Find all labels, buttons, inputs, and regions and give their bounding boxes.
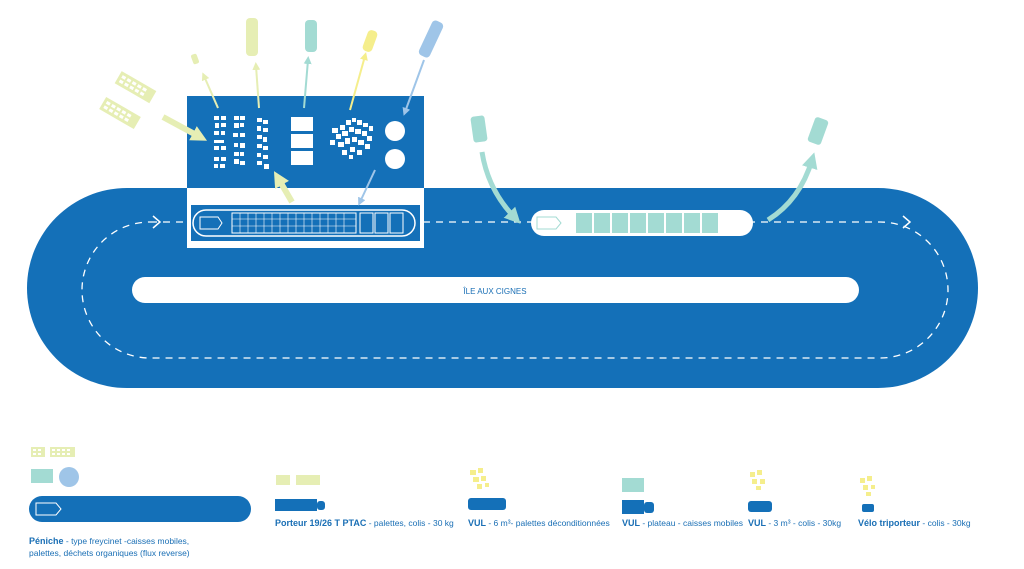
island-label: ÎLE AUX CIGNES: [462, 287, 526, 296]
route-chevron-left: [152, 215, 162, 229]
legend-vul6-desc: - 6 m³- palettes déconditionnées: [486, 518, 610, 528]
legend-velo-icons: [860, 476, 875, 512]
arrow-out-2: [252, 62, 261, 109]
pallet-stack-2: [257, 118, 269, 169]
arrow-out-4: [349, 52, 368, 111]
vul-plateau-arrival: [470, 115, 488, 143]
legend-peniche-desc2: palettes, déchets organiques (flux rever…: [29, 548, 190, 558]
island: [132, 277, 859, 303]
arrow-barge-to-vul: [766, 152, 818, 223]
porteur-top: [418, 20, 444, 58]
legend-vul-plateau: VUL - plateau - caisses mobiles: [622, 518, 743, 528]
arrow-out-1: [201, 72, 219, 109]
arrow-to-barge: [358, 169, 376, 206]
legend-porteur: Porteur 19/26 T PTAC - palettes, colis -…: [275, 518, 454, 528]
parcel-cluster: [330, 118, 373, 159]
arrow-vul-to-barge: [479, 151, 521, 224]
arrow-in-5: [402, 59, 425, 116]
arrow-in-pallets: [161, 114, 208, 141]
vul3-top: [246, 18, 258, 56]
legend-velo-name: Vélo triporteur: [858, 518, 921, 528]
legend-velo: Vélo triporteur - colis - 30kg: [858, 518, 971, 528]
legend-vul6-icons: [468, 468, 506, 510]
barge-unloaded: [531, 210, 753, 236]
legend-vul6: VUL - 6 m³- palettes déconditionnées: [468, 518, 610, 528]
pallet-stack-1: [214, 116, 245, 168]
legend-porteur-name: Porteur 19/26 T PTAC: [275, 518, 367, 528]
legend-peniche: Péniche - type freycinet -caisses mobile…: [29, 535, 190, 559]
legend-vul-plateau-desc: - plateau - caisses mobiles: [640, 518, 743, 528]
barge-loaded: [192, 209, 416, 237]
arrow-out-3: [303, 56, 312, 109]
legend-vul3-icons: [748, 470, 772, 512]
legend-vul3-name: VUL: [748, 518, 766, 528]
legend-velo-desc: - colis - 30kg: [920, 518, 971, 528]
legend-porteur-desc: - palettes, colis - 30 kg: [366, 518, 454, 528]
arrow-in-porteur: [273, 171, 295, 204]
legend-vul-plateau-icons: [622, 478, 654, 514]
organic-waste-bins: [385, 121, 405, 169]
legend-peniche-name: Péniche: [29, 536, 64, 546]
route-chevron-right: [902, 215, 912, 229]
velo-triporteur-top: [191, 53, 199, 65]
vul-plateau-departure: [807, 117, 829, 145]
vehicle-group-left-bottom: [99, 96, 141, 130]
legend-peniche-icons: [29, 447, 251, 522]
vul6-top: [362, 30, 378, 52]
vehicle-group-left-top: [114, 71, 157, 104]
legend-porteur-icons: [275, 475, 325, 511]
legend-vul-plateau-name: VUL: [622, 518, 640, 528]
mobile-box-stack: [291, 117, 313, 165]
legend-peniche-desc1: - type freycinet -caisses mobiles,: [63, 536, 190, 546]
legend-vul3: VUL - 3 m³ - colis - 30kg: [748, 518, 841, 528]
legend-vul3-desc: - 3 m³ - colis - 30kg: [766, 518, 842, 528]
vul-plateau-top: [305, 20, 317, 52]
legend-vul6-name: VUL: [468, 518, 486, 528]
navigation-route: [81, 221, 949, 359]
